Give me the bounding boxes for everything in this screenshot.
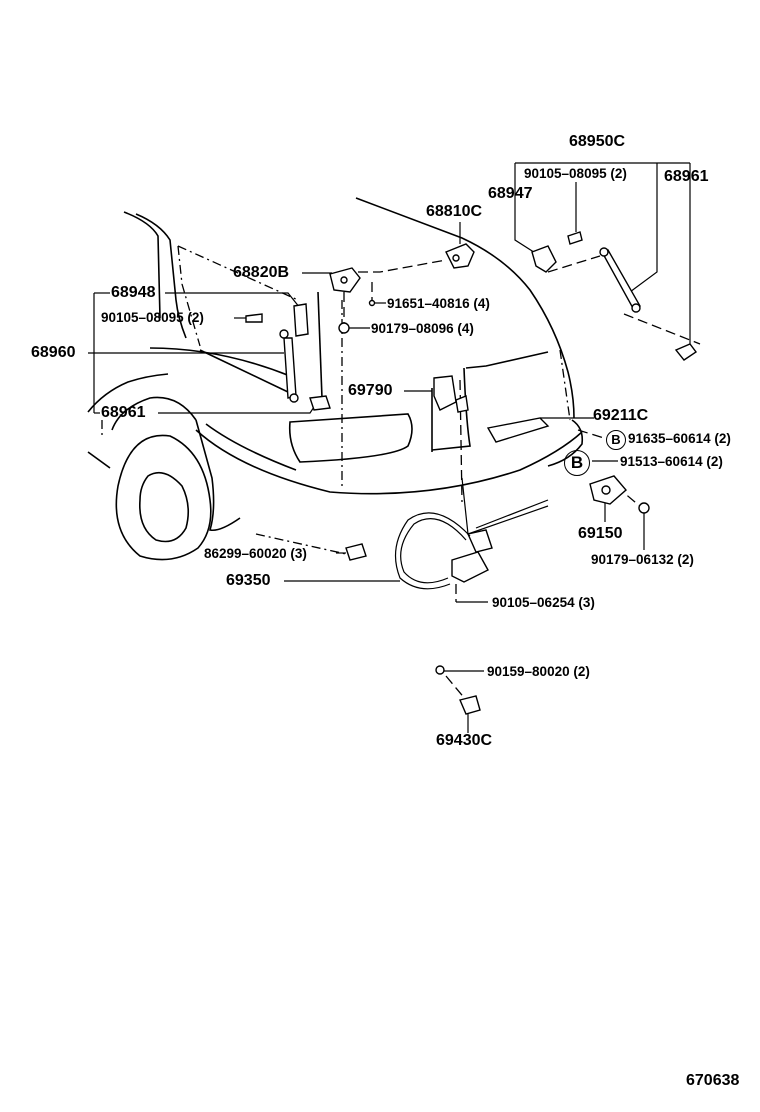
marker-b-small: B (606, 430, 626, 450)
label-69211C: 69211C (593, 407, 649, 424)
label-69430C: 69430C (436, 732, 493, 749)
label-68810C: 68810C (426, 203, 483, 220)
label-68820B: 68820B (233, 264, 290, 281)
label-68960: 68960 (31, 344, 76, 361)
leader-lines (88, 162, 701, 733)
label-69350: 69350 (226, 572, 271, 589)
label-68947: 68947 (488, 185, 533, 202)
label-90105-08095-upper: 90105–08095 (2) (524, 166, 627, 181)
label-90159-80020: 90159–80020 (2) (487, 664, 590, 679)
label-68950C: 68950C (569, 133, 626, 150)
label-86299-60020: 86299–60020 (3) (204, 546, 307, 561)
label-91635-60614: 91635–60614 (2) (628, 431, 731, 446)
parts-hardware (245, 231, 698, 715)
label-90179-08096: 90179–08096 (4) (371, 321, 474, 336)
label-68961-upper: 68961 (664, 168, 709, 185)
label-90179-06132: 90179–06132 (2) (591, 552, 694, 567)
label-68948: 68948 (111, 284, 156, 301)
reference-number: 670638 (686, 1072, 740, 1089)
label-69150: 69150 (578, 525, 623, 542)
label-90105-06254: 90105–06254 (3) (492, 595, 595, 610)
marker-b-large: B (564, 450, 590, 476)
label-69790: 69790 (348, 382, 393, 399)
label-91651-40816: 91651–40816 (4) (387, 296, 490, 311)
vehicle-body-outline (87, 197, 584, 561)
label-90105-08095-left: 90105–08095 (2) (101, 310, 204, 325)
label-91513-60614: 91513–60614 (2) (620, 454, 723, 469)
label-68961-lower: 68961 (101, 404, 146, 421)
